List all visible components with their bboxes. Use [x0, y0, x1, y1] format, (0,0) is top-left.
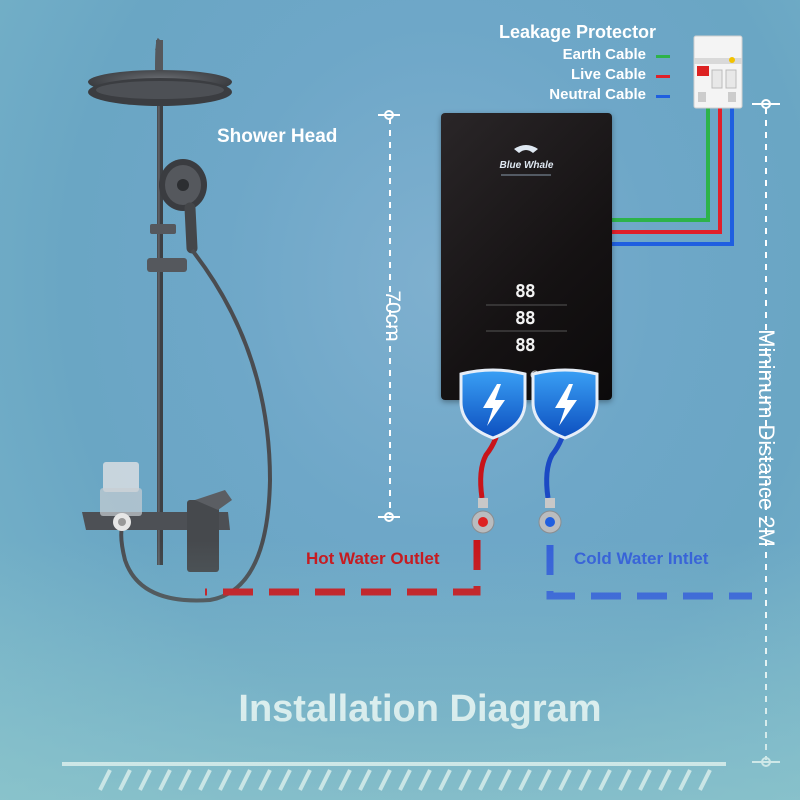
floor-hatch	[538, 769, 552, 791]
earth-swatch	[656, 55, 670, 58]
earth-cable-label: Earth Cable	[562, 46, 646, 63]
floor-hatch	[318, 769, 332, 791]
floor-hatch	[438, 769, 452, 791]
neutral-swatch	[656, 95, 670, 98]
floor-hatch	[238, 769, 252, 791]
display-temperature: 88	[515, 281, 536, 302]
floor-hatch	[298, 769, 312, 791]
mixer-valve	[82, 462, 232, 572]
height-dimension	[378, 110, 400, 522]
lightning-shield-icon	[531, 368, 599, 440]
diagram-title: Installation Diagram	[238, 688, 602, 730]
floor-hatch	[638, 769, 652, 791]
shower-riser-pipe	[155, 47, 163, 565]
floor-hatch	[218, 769, 232, 791]
leakage-protector-label: Leakage Protector	[499, 22, 657, 42]
shower-head-label: Shower Head	[217, 126, 338, 147]
floor-hatch	[378, 769, 392, 791]
water-pipes	[205, 419, 752, 600]
floor-hatch	[198, 769, 212, 791]
floor-hatch	[258, 769, 272, 791]
live-cable-label: Live Cable	[570, 66, 646, 83]
floor-hatch	[698, 769, 712, 791]
floor-hatch	[338, 769, 352, 791]
display-power: 88	[515, 308, 536, 329]
circuit-breaker-icon	[693, 35, 743, 109]
cold-valve-icon	[538, 498, 562, 534]
cold-water-line	[546, 545, 752, 600]
hot-water-line	[205, 540, 481, 596]
shower-system	[82, 37, 273, 603]
floor-hatch	[618, 769, 632, 791]
hand-shower-icon	[147, 159, 207, 272]
minimum-distance-label: Minimum Distance 2M	[754, 329, 779, 547]
floor-hatch	[678, 769, 692, 791]
floor-hatch	[418, 769, 432, 791]
floor-hatch	[178, 769, 192, 791]
floor-hatch	[498, 769, 512, 791]
floor-hatch	[118, 769, 132, 791]
lightning-shield-icon	[459, 368, 527, 440]
floor-hatch	[578, 769, 592, 791]
whale-logo-icon	[514, 145, 538, 153]
live-swatch	[656, 75, 670, 78]
floor-hatch	[158, 769, 172, 791]
water-heater: Blue Whale 88 88 88	[441, 113, 612, 400]
brand-name: Blue Whale	[499, 160, 554, 171]
hot-water-outlet-label: Hot Water Outlet	[306, 549, 440, 568]
floor-hatch	[398, 769, 412, 791]
floor-hatch	[558, 769, 572, 791]
display-flow: 88	[515, 335, 536, 356]
floor-hatch	[458, 769, 472, 791]
floor-hatch	[658, 769, 672, 791]
floor-hatch	[138, 769, 152, 791]
floor-hatch	[598, 769, 612, 791]
neutral-cable-label: Neutral Cable	[549, 86, 646, 103]
floor-hatch	[98, 769, 112, 791]
protection-shields	[459, 368, 599, 440]
live-cable-line	[612, 100, 722, 234]
power-cables	[612, 100, 734, 246]
floor-hatch	[518, 769, 532, 791]
shower-hose	[119, 248, 273, 603]
floor-hatch	[478, 769, 492, 791]
height-label: 70cm	[381, 290, 404, 342]
cold-water-inlet-label: Cold Water Intlet	[574, 549, 709, 568]
shower-head-icon	[88, 70, 232, 106]
floor-hatch	[358, 769, 372, 791]
hot-valve-icon	[471, 498, 495, 534]
heater-details	[486, 145, 567, 380]
distance-dimension	[752, 99, 780, 767]
floor-hatch	[278, 769, 292, 791]
neutral-cable-line	[612, 100, 734, 246]
floor	[62, 762, 726, 791]
earth-cable-line	[612, 100, 710, 222]
